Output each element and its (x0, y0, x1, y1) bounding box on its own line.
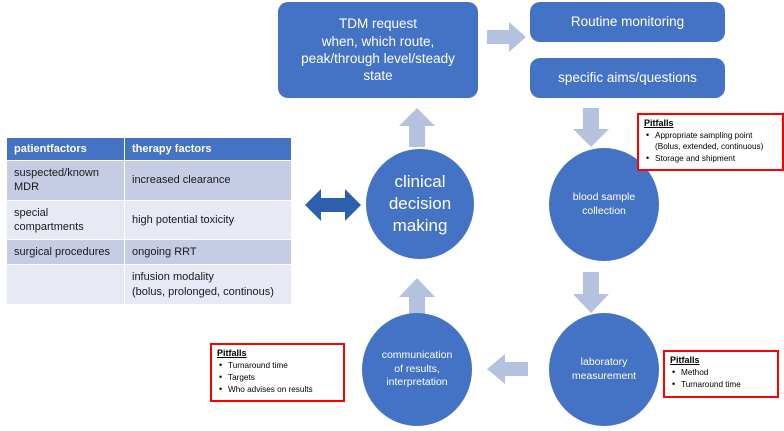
factors-table: patientfactors therapy factors suspected… (6, 137, 292, 306)
table-row: infusion modality (bolus, prolonged, con… (6, 264, 292, 306)
table-cell-therapy: infusion modality (bolus, prolonged, con… (124, 264, 292, 306)
clinical-line-1: clinical (394, 171, 446, 191)
clinical-line-2: decision (388, 193, 452, 213)
tdm-line-3: peak/through level/steady (301, 51, 455, 66)
table-header-patient-factors: patientfactors (6, 137, 125, 161)
arrow-up-icon (398, 278, 436, 320)
table-cell-therapy: increased clearance (124, 160, 292, 201)
pitfalls-item: Turnaround time (672, 379, 772, 391)
circle-laboratory-measurement: laboratory measurement (549, 313, 659, 426)
box-specific-aims: specific aims/questions (530, 58, 725, 98)
pitfalls-title: Pitfalls (644, 118, 674, 128)
blood-line-2: collection (582, 204, 626, 217)
pitfalls-item: Appropriate sampling point (Bolus, exten… (646, 130, 777, 153)
routine-monitoring-label: Routine monitoring (570, 14, 685, 30)
arrow-down-icon (572, 108, 610, 148)
arrow-left-icon (487, 352, 529, 386)
circle-communication-of-results: communication of results, interpretation (362, 313, 472, 426)
pitfalls-title: Pitfalls (217, 348, 247, 358)
pitfalls-list: Appropriate sampling point (Bolus, exten… (644, 130, 777, 165)
tdm-line-4: state (363, 68, 393, 84)
pitfalls-communication-callout: Pitfalls Turnaround time Targets Who adv… (210, 343, 345, 403)
tdm-line-2: when, which route, (321, 33, 435, 49)
comm-line-3: interpretation (386, 376, 448, 389)
arrow-right-icon (487, 20, 527, 54)
pitfalls-item: Storage and shipment (646, 153, 777, 165)
pitfalls-list: Turnaround time Targets Who advises on r… (217, 360, 338, 396)
arrow-up-icon (398, 108, 436, 148)
table-row: special compartments high potential toxi… (6, 199, 292, 241)
comm-line-1: communication (381, 349, 453, 362)
table-row: suspected/known MDR increased clearance (6, 160, 292, 201)
table-cell-patient (6, 264, 125, 306)
tdm-line-1: TDM request (338, 16, 417, 32)
table-row: surgical procedures ongoing RRT (6, 239, 292, 266)
clinical-line-3: making (392, 216, 448, 236)
pitfalls-item: Who advises on results (219, 384, 338, 396)
pitfalls-item: Targets (219, 372, 338, 384)
box-routine-monitoring: Routine monitoring (530, 2, 725, 42)
lab-line-1: laboratory (580, 355, 628, 368)
table-cell-therapy: high potential toxicity (124, 199, 292, 241)
pitfalls-item: Turnaround time (219, 360, 338, 372)
table-header-row: patientfactors therapy factors (6, 137, 292, 161)
infusion-line-2: (bolus, prolonged, continous) (132, 285, 274, 298)
table-header-therapy-factors: therapy factors (124, 137, 292, 161)
table-cell-patient: suspected/known MDR (6, 160, 125, 201)
comm-line-2: of results, (394, 362, 440, 375)
arrow-left-right-icon (305, 187, 361, 223)
arrow-down-icon (572, 272, 610, 314)
lab-line-2: measurement (571, 369, 637, 382)
blood-line-1: blood sample (572, 190, 636, 203)
pitfalls-item: Method (672, 367, 772, 379)
box-tdm-request: TDM request when, which route, peak/thro… (278, 2, 478, 98)
table-cell-patient: special compartments (6, 199, 125, 241)
pitfalls-list: Method Turnaround time (670, 367, 772, 391)
pitfalls-title: Pitfalls (670, 355, 700, 365)
table-cell-therapy: ongoing RRT (124, 239, 292, 266)
specific-aims-label: specific aims/questions (558, 70, 697, 86)
pitfalls-sampling-callout: Pitfalls Appropriate sampling point (Bol… (637, 113, 784, 172)
table-cell-patient: surgical procedures (6, 239, 125, 266)
infusion-line-1: infusion modality (132, 271, 214, 284)
circle-clinical-decision-making: clinical decision making (366, 149, 474, 259)
pitfalls-laboratory-callout: Pitfalls Method Turnaround time (663, 350, 779, 398)
